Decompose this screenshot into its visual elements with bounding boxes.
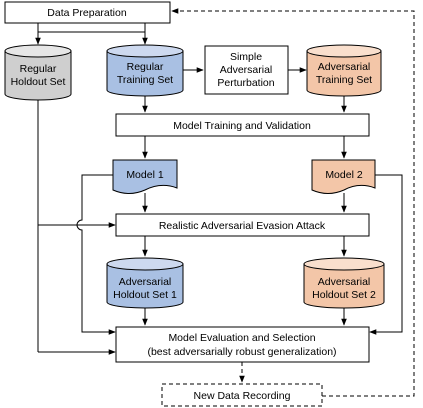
label-adversarial-holdout-1-a: Adversarial <box>119 276 172 288</box>
cylinder-top <box>306 44 382 58</box>
label-regular-holdout-1: Regular <box>20 63 57 75</box>
label-evasion-attack: Realistic Adversarial Evasion Attack <box>159 220 326 232</box>
cylinder-top <box>303 257 385 271</box>
node-adversarial-holdout-set-1: Adversarial Holdout Set 1 <box>106 257 184 309</box>
label-regular-holdout-2: Holdout Set <box>11 76 66 88</box>
label-adversarial-training-2: Training Set <box>316 74 372 86</box>
cylinder-top <box>4 44 72 58</box>
label-adversarial-holdout-1-b: Holdout Set 1 <box>113 289 177 301</box>
node-regular-holdout-set: Regular Holdout Set <box>4 44 72 101</box>
document-shape <box>112 159 178 194</box>
label-adversarial-holdout-2-b: Holdout Set 2 <box>312 289 376 301</box>
cylinder-body <box>4 50 72 101</box>
node-data-preparation: Data Preparation <box>4 1 171 24</box>
cylinder-body <box>303 263 385 309</box>
node-new-data-recording: New Data Recording <box>161 383 323 407</box>
label-perturbation-2: Adversarial <box>220 64 273 76</box>
node-simple-adversarial-perturbation: Simple Adversarial Perturbation <box>204 45 289 95</box>
node-regular-training-set: Regular Training Set <box>106 44 184 97</box>
node-evasion-attack: Realistic Adversarial Evasion Attack <box>115 213 370 237</box>
label-evaluation-1: Model Evaluation and Selection <box>168 332 315 344</box>
label-evaluation-2: (best adversarially robust generalizatio… <box>147 346 336 358</box>
node-model-2: Model 2 <box>311 159 376 194</box>
label-model-2: Model 2 <box>325 169 363 181</box>
label-model-training: Model Training and Validation <box>173 120 311 132</box>
document-shape <box>311 159 376 194</box>
label-data-preparation: Data Preparation <box>47 7 127 19</box>
node-adversarial-holdout-set-2: Adversarial Holdout Set 2 <box>303 257 385 309</box>
cylinder-body <box>306 50 382 97</box>
node-model-1: Model 1 <box>112 159 178 194</box>
connectors <box>35 8 415 397</box>
cylinder-top <box>106 257 184 271</box>
cylinder-top <box>106 44 184 58</box>
label-model-1: Model 1 <box>126 169 164 181</box>
label-new-data-recording: New Data Recording <box>194 390 291 402</box>
node-model-training-validation: Model Training and Validation <box>115 113 370 137</box>
label-adversarial-holdout-2-a: Adversarial <box>318 276 371 288</box>
node-model-evaluation-selection: Model Evaluation and Selection (best adv… <box>115 326 370 363</box>
label-regular-training-1: Regular <box>127 61 164 73</box>
cylinder-body <box>106 263 184 309</box>
label-adversarial-training-1: Adversarial <box>318 61 371 73</box>
label-regular-training-2: Training Set <box>117 74 173 86</box>
cylinder-body <box>106 50 184 97</box>
node-adversarial-training-set: Adversarial Training Set <box>306 44 382 97</box>
label-perturbation-3: Perturbation <box>217 77 274 89</box>
label-perturbation-1: Simple <box>230 51 262 63</box>
